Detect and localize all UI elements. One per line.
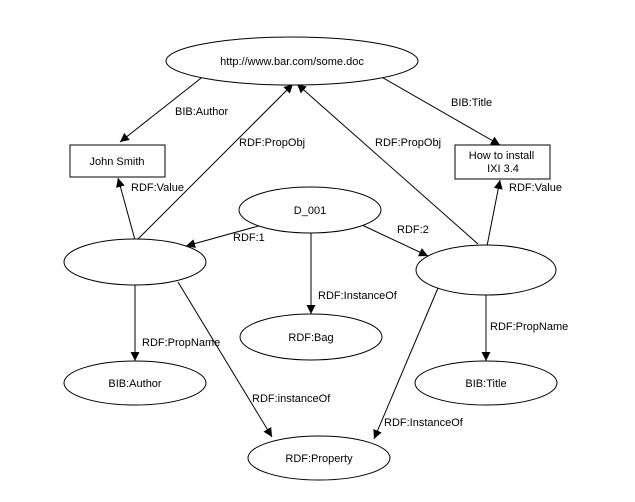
label-d001-rdf1: RDF:1: [233, 232, 265, 244]
nodes: http://www.bar.com/some.doc John Smith H…: [63, 36, 558, 481]
node-d001-label: D_001: [294, 205, 326, 217]
label-left-value: RDF:Value: [131, 182, 184, 194]
label-doc-title: BIB:Title: [451, 97, 492, 109]
label-right-value: RDF:Value: [509, 182, 562, 194]
node-bib-title-label: BIB:Title: [465, 378, 506, 390]
node-rdf-property: [247, 435, 391, 481]
label-right-propname: RDF:PropName: [490, 321, 568, 333]
edge-labels: BIB:Author BIB:Title RDF:PropObj RDF:Pro…: [131, 97, 568, 429]
node-john-smith: [69, 144, 166, 178]
node-rdf-bag-label: RDF:Bag: [288, 332, 333, 344]
node-doc-label: http://www.bar.com/some.doc: [220, 56, 364, 68]
edge-right-blank-to-doc: [296, 83, 479, 245]
edge-d001-to-right-blank: [361, 224, 429, 257]
node-left-blank: [63, 238, 207, 286]
node-doc: [165, 36, 419, 86]
edge-right-blank-to-rdf-property: [373, 287, 439, 440]
node-rdf-property-label: RDF:Property: [285, 453, 353, 465]
label-left-propname: RDF:PropName: [142, 337, 220, 349]
label-right-instanceof: RDF:InstanceOf: [384, 417, 464, 429]
label-d001-rdf2: RDF:2: [397, 224, 429, 236]
label-left-instanceof: RDF:instanceOf: [252, 393, 331, 405]
edge-left-blank-to-john-smith: [116, 177, 136, 241]
edge-doc-to-john-smith: [119, 74, 206, 143]
node-right-blank: [415, 244, 557, 296]
node-how-to-install: [454, 144, 551, 180]
label-doc-author: BIB:Author: [175, 106, 229, 118]
node-d001: [238, 186, 382, 234]
node-bib-title: [414, 360, 558, 406]
node-rdf-bag: [239, 313, 383, 361]
label-d001-instanceof: RDF:InstanceOf: [318, 290, 398, 302]
edge-left-blank-to-doc: [136, 83, 294, 241]
edges: [116, 74, 503, 440]
node-how-to-install-line-1: How to install: [469, 150, 534, 162]
edge-right-blank-to-how-to-install: [486, 179, 503, 247]
edge-doc-to-how-to-install: [377, 74, 501, 146]
node-how-to-install-line-2: IXI 3.4: [487, 163, 519, 175]
node-john-smith-label: John Smith: [89, 156, 144, 168]
edge-left-blank-to-rdf-property: [177, 281, 273, 438]
node-bib-author-label: BIB:Author: [108, 378, 162, 390]
edge-d001-to-left-blank: [185, 224, 263, 248]
node-how-to-install-label: How to install IXI 3.4: [469, 150, 537, 175]
node-bib-author: [63, 360, 207, 406]
label-left-propobj: RDF:PropObj: [239, 137, 305, 149]
label-right-propobj: RDF:PropObj: [375, 137, 441, 149]
